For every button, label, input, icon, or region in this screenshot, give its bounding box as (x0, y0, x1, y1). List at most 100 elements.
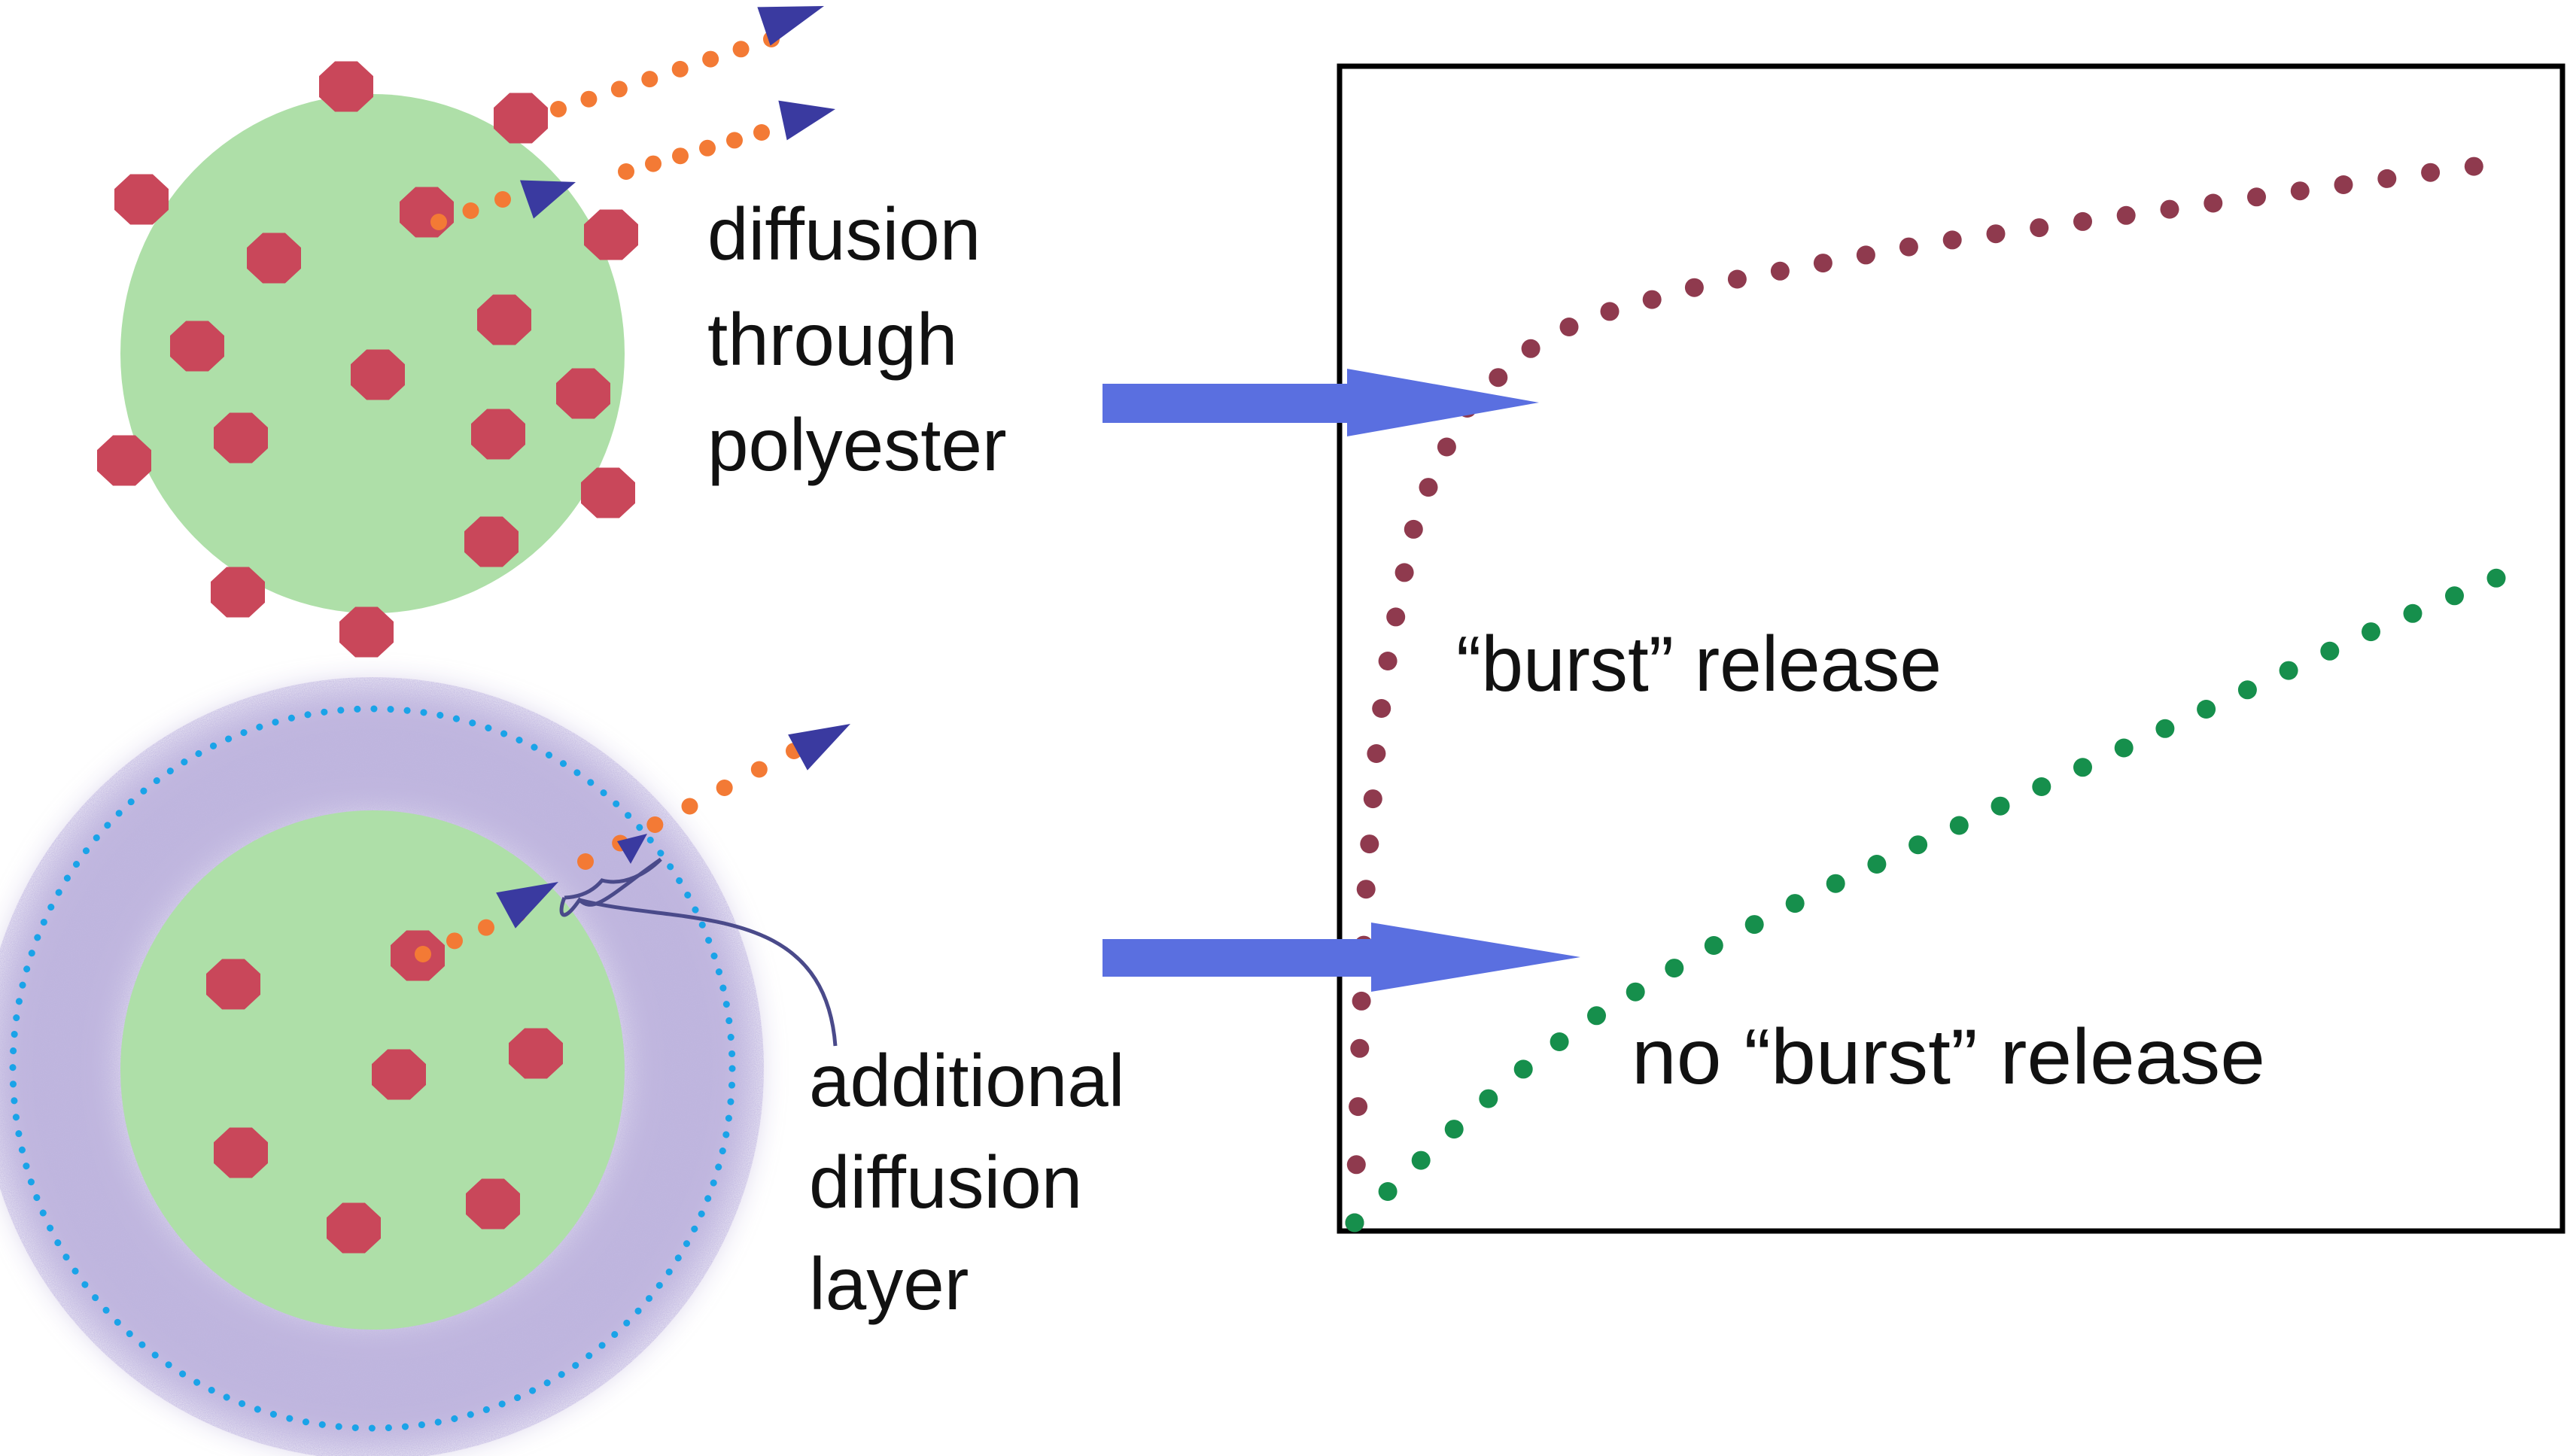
curve-point (1770, 261, 1790, 281)
curve-point (1419, 478, 1438, 497)
drug-molecule-icon (494, 93, 548, 144)
curve-point (1899, 237, 1918, 257)
curve-point (1626, 982, 1645, 1002)
drug-molecule-icon (466, 1178, 520, 1230)
curve-point (1394, 563, 1414, 582)
burst-release-curve (1345, 157, 2483, 1233)
curve-point (1521, 339, 1540, 358)
diffusion-dot (430, 214, 447, 230)
diffusion-dot (726, 132, 743, 149)
curve-point (1942, 230, 1962, 250)
curve-point (2362, 622, 2380, 642)
top-particle (97, 6, 835, 658)
bottom-label-line3: layer (809, 1242, 969, 1325)
diffusion-layer-outline (9, 705, 736, 1432)
top-label-line2: through (707, 298, 957, 381)
curve-point (2464, 157, 2483, 176)
drug-molecule-icon (214, 1127, 268, 1178)
curve-point (2486, 568, 2506, 588)
bottom-particle (0, 677, 850, 1456)
curve-point (2421, 163, 2441, 182)
curve-point (1949, 816, 1969, 835)
curve-point (2445, 586, 2464, 606)
curve-point (1744, 915, 1764, 935)
top-drug-molecules (97, 61, 638, 658)
direction-arrowhead-icon (519, 180, 576, 219)
drug-molecule-icon (211, 567, 265, 618)
diffusion-dot (716, 780, 733, 796)
curve-point (2237, 680, 2257, 700)
drug-molecule-icon (339, 606, 394, 658)
bottom-label: additional diffusion layer (809, 1039, 1125, 1325)
top-connector-arrow (1103, 369, 1539, 436)
diffusion-dot (750, 761, 768, 778)
diffusion-dot (671, 60, 689, 78)
drug-molecule-icon (170, 321, 224, 372)
diffusion-dot (550, 101, 567, 117)
top-label: diffusion through polyester (707, 193, 1007, 486)
bottom-label-line2: diffusion (809, 1141, 1082, 1223)
no-burst-release-label: no “burst” release (1632, 1014, 2265, 1101)
curve-point (2160, 199, 2179, 219)
curve-point (1411, 1151, 1431, 1170)
curve-point (1350, 1038, 1370, 1058)
curve-point (2334, 175, 2353, 194)
curve-point (2204, 193, 2223, 213)
curve-point (2377, 169, 2397, 188)
diffusion-dot (462, 202, 479, 219)
drug-molecule-icon (509, 1028, 563, 1079)
curve-point (1378, 1182, 1398, 1201)
curve-point (1349, 1097, 1368, 1117)
drug-molecule-icon (114, 174, 169, 225)
curve-point (2116, 205, 2136, 225)
curve-point (1826, 874, 1845, 893)
drug-molecule-icon (400, 187, 454, 238)
drug-molecule-icon (584, 209, 638, 260)
diffusion-dot (672, 147, 689, 165)
curve-point (1367, 744, 1386, 763)
diffusion-dot (478, 919, 494, 936)
diffusion-dot (702, 50, 719, 68)
curve-point (1479, 1089, 1498, 1108)
curve-point (1908, 835, 1928, 855)
diffusion-dot (646, 816, 664, 833)
curve-point (1404, 519, 1423, 539)
chart-frame (1337, 63, 2565, 1234)
curve-point (1378, 652, 1398, 670)
no-burst-release-curve (1345, 568, 2506, 1233)
curve-point (1813, 254, 1832, 273)
curve-point (1600, 302, 1620, 321)
layer-pointer-line (579, 898, 838, 1047)
drug-molecule-icon (319, 61, 373, 112)
drug-molecule-icon (477, 294, 531, 345)
drug-molecule-icon (471, 409, 525, 460)
curve-point (1345, 1213, 1364, 1233)
diffusion-dot (610, 81, 628, 98)
direction-arrowhead-icon (617, 834, 647, 864)
layer-pointer-brace (559, 857, 662, 917)
drug-molecule-icon (351, 349, 405, 400)
burst-release-label: “burst” release (1456, 621, 1942, 708)
curve-point (1372, 699, 1391, 718)
curve-point (2403, 603, 2422, 623)
curve-point (1704, 936, 1723, 955)
drug-molecule-icon (214, 412, 268, 464)
curve-point (2114, 738, 2134, 758)
curve-point (1559, 318, 1579, 336)
curve-point (2155, 719, 2175, 738)
curve-point (1986, 224, 2006, 244)
curve-point (1386, 607, 1406, 627)
diffusion-dot (641, 71, 658, 88)
diffusion-dot (494, 191, 511, 208)
drug-molecule-icon (464, 516, 519, 567)
curve-point (1867, 855, 1887, 874)
curve-point (2073, 758, 2092, 777)
drug-molecule-icon (97, 435, 151, 486)
curve-point (1727, 269, 1747, 289)
diffusion-layer-haze (0, 677, 764, 1456)
bottom-connector-arrow (1103, 923, 1580, 992)
diffusion-dot (645, 155, 662, 172)
direction-arrowhead-icon (778, 100, 835, 141)
curve-point (1856, 245, 1875, 265)
